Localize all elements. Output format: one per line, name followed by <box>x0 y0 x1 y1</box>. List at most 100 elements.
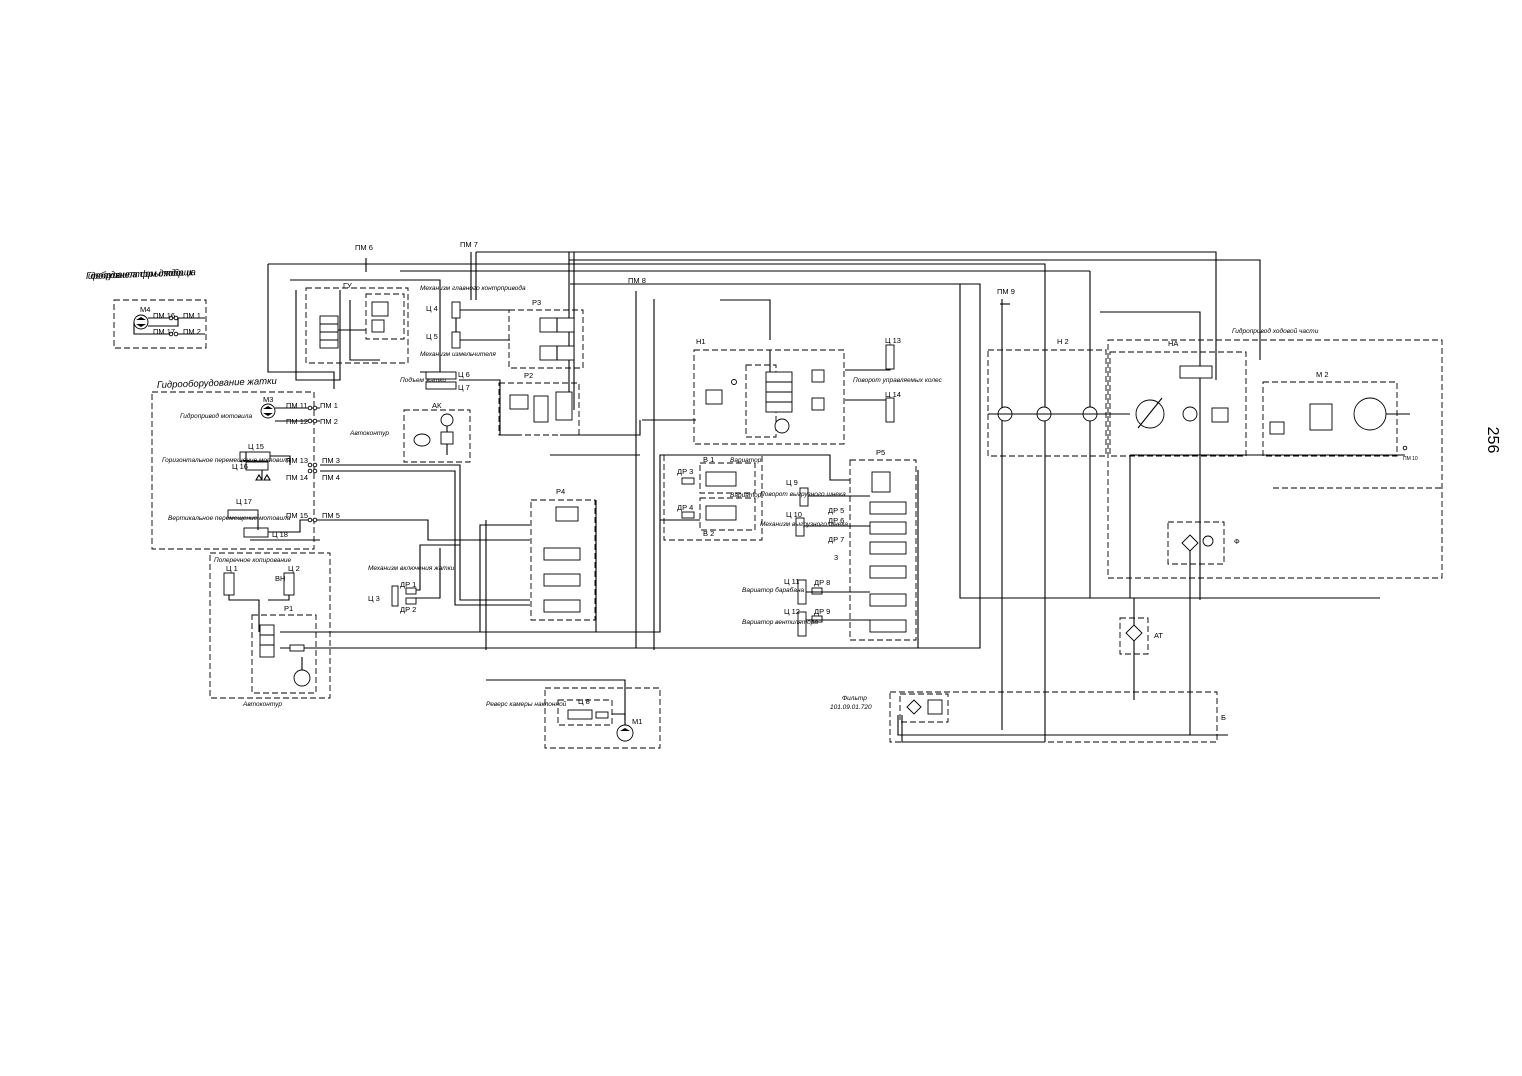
label-PM1b: ПМ 1 <box>320 401 338 410</box>
caption-mot-horizontal: Горизонтальное перемещение мотовила <box>162 457 291 464</box>
travel-drive <box>889 339 1443 743</box>
caption-lift-header: Подъем жатки <box>400 376 446 384</box>
label-C17: Ц 17 <box>236 497 252 506</box>
h1-block <box>693 344 895 445</box>
label-H1: Н1 <box>696 337 706 346</box>
section-cross-copy: Поперечное копирование <box>214 557 292 564</box>
label-P4: Р4 <box>556 487 565 496</box>
p2-ak-block <box>403 371 580 463</box>
caption-variator-bottom: Вариатор <box>730 492 762 499</box>
label-PM2b: ПМ 2 <box>320 417 338 426</box>
label-DR6: ДР 6 <box>828 516 844 525</box>
caption-clutch-header: Механизм включения жатки <box>368 565 455 572</box>
label-C2: Ц 2 <box>288 564 300 573</box>
label-PM1a: ПМ 1 <box>183 311 201 320</box>
label-PM8: ПМ 8 <box>628 276 646 285</box>
label-P2: Р2 <box>524 371 533 380</box>
label-C5: Ц 5 <box>426 332 438 341</box>
label-M3: М3 <box>263 395 273 404</box>
label-PM6: ПМ 6 <box>355 243 373 252</box>
label-PM17: ПМ 17 <box>153 327 175 336</box>
label-B: Б <box>1221 713 1226 722</box>
label-C8: Ц 8 <box>578 697 590 706</box>
label-M4: М4 <box>140 305 150 314</box>
platform-block <box>113 299 207 349</box>
label-PM12: ПМ 12 <box>286 417 308 426</box>
label-PM11: ПМ 11 <box>286 401 308 410</box>
label-PM2a: ПМ 2 <box>183 327 201 336</box>
caption-mot-drive: Гидропривод мотовила <box>180 412 252 420</box>
header-block <box>151 391 320 550</box>
caption-variator-top: Вариатор <box>730 457 762 464</box>
p5-block <box>663 454 917 641</box>
label-PM13: ПМ 13 <box>286 456 308 465</box>
label-C14: Ц 14 <box>885 390 901 399</box>
label-C4: Ц 4 <box>426 304 438 313</box>
label-DR3: ДР 3 <box>677 467 693 476</box>
label-DR4: ДР 4 <box>677 503 693 512</box>
label-B2: В 2 <box>703 529 714 538</box>
label-C15: Ц 15 <box>248 442 264 451</box>
label-PM16: ПМ 16 <box>153 311 175 320</box>
label-DR5: ДР 5 <box>828 506 844 515</box>
label-C9: Ц 9 <box>786 478 798 487</box>
label-C3: Ц 3 <box>368 594 380 603</box>
label-C10: Ц 10 <box>786 510 802 519</box>
caption-main-header: Механизм главного контрпривода <box>420 284 526 292</box>
label-DR7: ДР 7 <box>828 535 844 544</box>
caption-variator-drum: Вариатор барабана <box>742 586 805 594</box>
label-P3: Р3 <box>532 298 541 307</box>
label-DR8: ДР 8 <box>814 578 830 587</box>
caption-autocontour-bottom: Автоконтур <box>242 701 282 708</box>
section-travel-drive: Гидропривод ходовой части <box>1232 327 1319 335</box>
section-lift-arm: Гидрооборудование жатки <box>157 376 278 391</box>
label-M2: М 2 <box>1316 370 1329 379</box>
label-PM5: ПМ 5 <box>322 511 340 520</box>
page-number: 256 <box>1484 426 1501 454</box>
label-PM15: ПМ 15 <box>286 511 308 520</box>
label-C11: Ц 11 <box>784 577 799 586</box>
label-C13: Ц 13 <box>885 336 901 345</box>
label-P5: Р5 <box>876 448 885 457</box>
label-X3: 3 <box>834 553 838 562</box>
label-PM7: ПМ 7 <box>460 240 478 249</box>
label-C16: Ц 16 <box>232 462 248 471</box>
label-C1: Ц 1 <box>226 564 238 573</box>
p3-block <box>451 301 584 369</box>
label-DR9: ДР 9 <box>814 607 830 616</box>
caption-filter-code: 101.09.01.720 <box>830 704 872 711</box>
p4-block <box>391 499 597 621</box>
steering-unit <box>305 287 409 364</box>
label-GU: ГУ <box>343 281 352 290</box>
label-PM4: ПМ 4 <box>322 473 340 482</box>
label-DR2: ДР 2 <box>400 605 416 614</box>
caption-autocontour-left: Автоконтур <box>349 430 389 437</box>
label-AK: АК <box>432 401 442 410</box>
label-M1: М1 <box>632 717 642 726</box>
caption-auger-turn: Поворот выгрузного шнека <box>760 491 846 498</box>
caption-filter: Фильтр <box>842 695 867 702</box>
label-PM14: ПМ 14 <box>286 473 308 482</box>
label-PM9: ПМ 9 <box>997 287 1015 296</box>
cross-copy-block <box>209 552 331 699</box>
label-AT: АТ <box>1154 631 1163 640</box>
trunk-lines <box>250 251 1380 743</box>
section-platform: Гидрооборудование платформы для подборщи… <box>86 267 196 282</box>
label-C7: Ц 7 <box>458 383 470 392</box>
caption-steer-wheels: Поворот управляемых колес <box>853 377 943 384</box>
caption-auger-engage: Механизм выгрузного шнека <box>760 521 848 528</box>
label-H2: Н 2 <box>1057 337 1069 346</box>
label-VN: ВН <box>275 574 285 583</box>
caption-mot-vertical: Вертикальное перемещение мотовила <box>168 515 291 522</box>
reverse-block <box>544 687 661 749</box>
label-PM3: ПМ 3 <box>322 456 340 465</box>
caption-variator-fan: Вариатор вентилятора <box>742 619 818 626</box>
label-C12: Ц 12 <box>784 607 800 616</box>
label-C6: Ц 6 <box>458 370 470 379</box>
label-PM10: ПМ 10 <box>1403 456 1418 462</box>
section-feeder-reverse: Реверс камеры наклонной <box>486 700 567 708</box>
caption-unloader: Механизм измельчителя <box>420 351 496 358</box>
label-P1: Р1 <box>284 604 293 613</box>
label-F: Ф <box>1234 537 1240 546</box>
